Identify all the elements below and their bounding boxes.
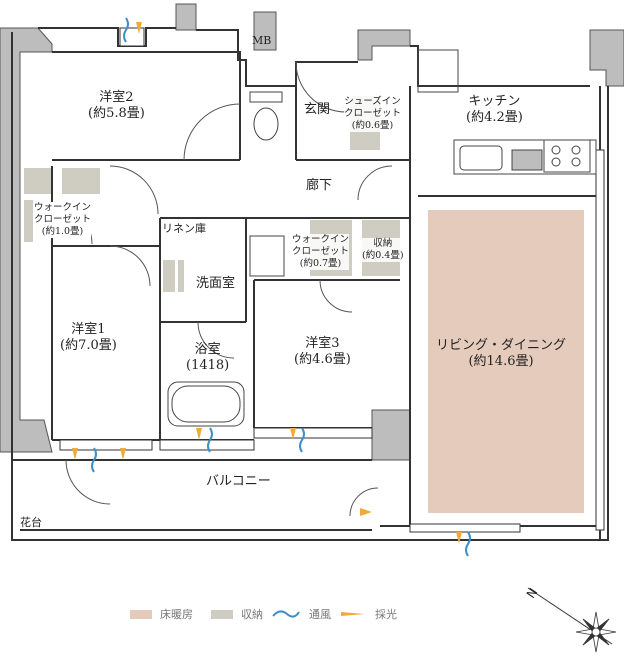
- fixtures: [167, 91, 285, 427]
- storage-swatch: [211, 609, 233, 619]
- room-name: シューズイン: [344, 96, 401, 107]
- room-storage-label: 収納 (約0.4畳): [362, 238, 404, 262]
- room-shoes-label: シューズイン クローゼット (約0.6畳): [344, 96, 402, 132]
- floor-heating-swatch: [130, 609, 152, 619]
- kitchen-counters: [417, 49, 597, 175]
- room-area: (約7.0畳): [60, 338, 117, 354]
- room-name: 収納: [373, 238, 393, 249]
- legend-floor-heating: 床暖房: [160, 608, 193, 621]
- room-name: 浴室: [194, 342, 221, 357]
- legend-daylight: 採光: [375, 608, 397, 621]
- room-area: (約5.8畳): [88, 106, 145, 122]
- ventilation-arrows: [91, 17, 471, 557]
- legend-storage: 収納: [241, 608, 263, 621]
- room-western2-label: 洋室2 (約5.8畳): [88, 90, 145, 123]
- room-area: (約0.4畳): [362, 249, 404, 261]
- windows: [59, 27, 605, 533]
- flowerbed-label: 花台: [20, 516, 42, 529]
- room-name: ウォークイン: [34, 202, 92, 213]
- room-hallway-label: 廊下: [306, 178, 333, 193]
- room-name-2: クローゼット: [292, 245, 350, 257]
- room-area: (約0.7畳): [299, 257, 342, 269]
- legend: 床暖房 収納 通風 採光: [130, 606, 397, 622]
- room-name: キッチン: [468, 94, 521, 109]
- daylight-icon: [341, 612, 365, 616]
- room-area: (約4.6畳): [294, 352, 351, 368]
- room-name: 洋室1: [71, 322, 106, 337]
- room-name: 洋室3: [305, 336, 340, 351]
- room-area: (約1.0畳): [41, 225, 84, 237]
- room-linen-label: リネン庫: [162, 222, 206, 235]
- room-name: ウォークイン: [292, 234, 350, 245]
- balcony-label: バルコニー: [206, 474, 271, 489]
- mb-label: MB: [252, 34, 272, 47]
- room-washroom-label: 洗面室: [196, 276, 236, 291]
- room-bath-label: 浴室 (1418): [186, 342, 229, 375]
- room-name: リビング・ダイニング: [436, 338, 567, 353]
- room-area: (約4.2畳): [466, 110, 523, 126]
- legend-ventilation: 通風: [309, 608, 331, 621]
- room-western3-label: 洋室3 (約4.6畳): [294, 336, 351, 369]
- room-name-2: クローゼット: [344, 107, 402, 119]
- room-living-label: リビング・ダイニング (約14.6畳): [436, 338, 566, 371]
- room-kitchen-label: キッチン (約4.2畳): [466, 94, 523, 127]
- room-wic-center-label: ウォークイン クローゼット (約0.7畳): [292, 234, 350, 270]
- daylight-arrows: [72, 22, 462, 544]
- room-area: (約0.6畳): [351, 119, 394, 131]
- room-entrance-label: 玄関: [304, 102, 331, 117]
- room-name-2: クローゼット: [34, 213, 92, 225]
- ventilation-icon: [272, 610, 300, 618]
- room-wic-left-label: ウォークイン クローゼット (約1.0畳): [34, 202, 92, 238]
- room-area: (約14.6畳): [468, 354, 534, 370]
- compass-rose-icon: [527, 587, 617, 653]
- room-western1-label: 洋室1 (約7.0畳): [60, 322, 117, 355]
- room-name: 洋室2: [99, 90, 134, 105]
- room-size: (1418): [186, 358, 230, 374]
- floor-heating-area: [428, 210, 584, 513]
